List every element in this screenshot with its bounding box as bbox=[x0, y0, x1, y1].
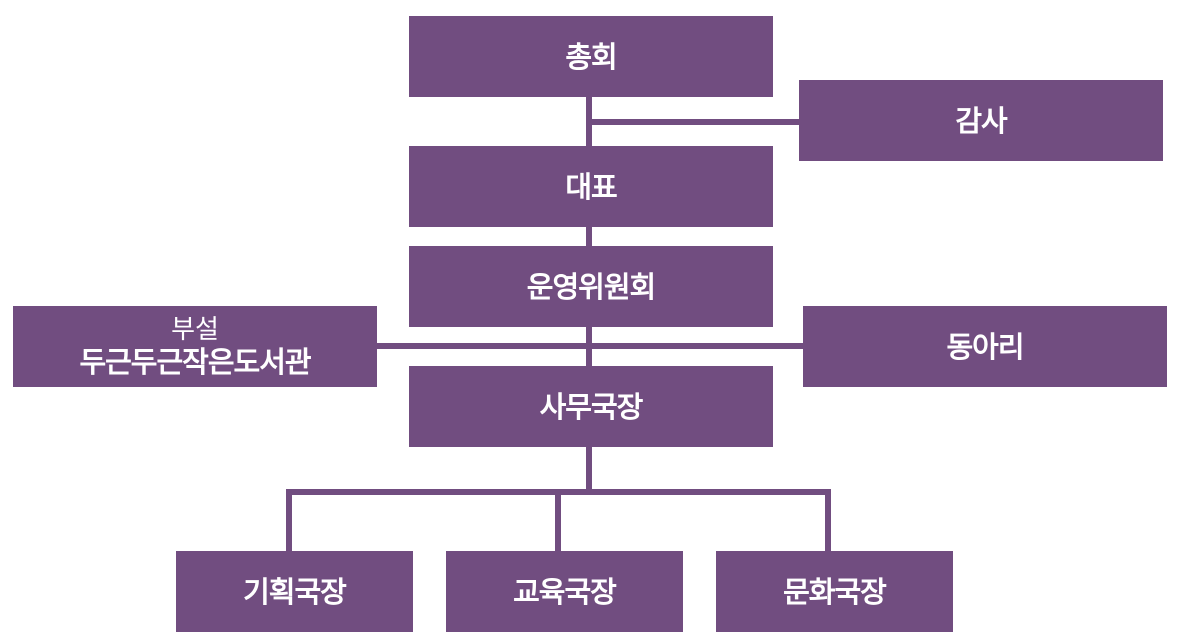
connector-education bbox=[555, 489, 561, 552]
connector-culture bbox=[825, 489, 831, 552]
node-label: 총회 bbox=[565, 39, 617, 74]
node-label: 교육국장 bbox=[513, 574, 617, 609]
node-representative: 대표 bbox=[409, 146, 773, 227]
connector-affiliates bbox=[376, 343, 804, 349]
node-label: 감사 bbox=[955, 103, 1007, 138]
node-clubs: 동아리 bbox=[803, 306, 1167, 387]
node-culture: 문화국장 bbox=[716, 551, 953, 632]
node-audit: 감사 bbox=[799, 80, 1163, 161]
node-steering-committee: 운영위원회 bbox=[409, 246, 773, 327]
node-label: 운영위원회 bbox=[526, 269, 656, 304]
connector-planning bbox=[286, 489, 292, 552]
node-planning: 기획국장 bbox=[176, 551, 413, 632]
node-secretary-general: 사무국장 bbox=[409, 366, 773, 447]
node-label: 두근두근작은도서관 bbox=[79, 344, 311, 379]
connector-vertical-lower bbox=[586, 447, 592, 492]
node-label: 기획국장 bbox=[243, 574, 347, 609]
node-general-assembly: 총회 bbox=[409, 16, 773, 97]
node-label: 사무국장 bbox=[539, 389, 644, 424]
connector-audit bbox=[592, 119, 800, 125]
node-affiliate-library: 부설 두근두근작은도서관 bbox=[13, 306, 377, 387]
node-education: 교육국장 bbox=[446, 551, 683, 632]
node-label: 동아리 bbox=[946, 329, 1024, 364]
node-label: 문화국장 bbox=[783, 574, 887, 609]
node-sublabel: 부설 bbox=[171, 314, 219, 345]
node-label: 대표 bbox=[565, 169, 617, 204]
